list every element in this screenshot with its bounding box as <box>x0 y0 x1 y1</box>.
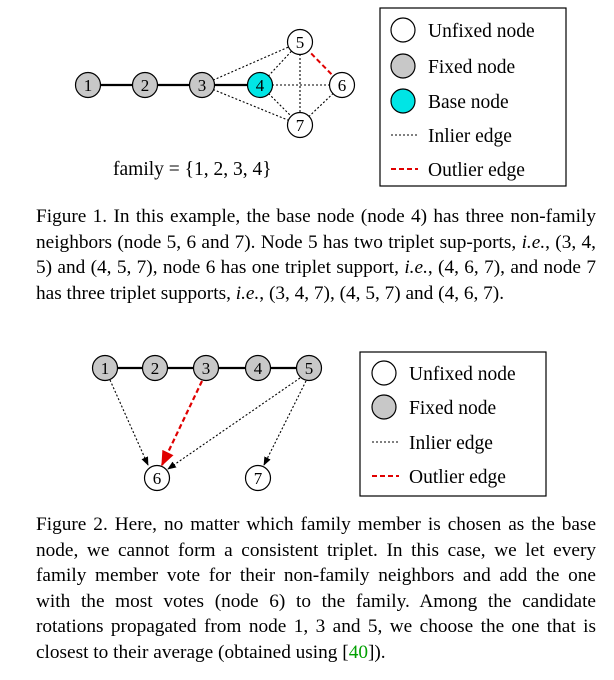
node-7: 7 <box>286 111 314 139</box>
node-6: 6 <box>328 71 356 99</box>
node2-1: 1 <box>91 354 119 382</box>
node-1: 1 <box>74 71 102 99</box>
svg-text:1: 1 <box>101 359 110 378</box>
svg-text:2: 2 <box>141 76 150 95</box>
node-4-base: 4 <box>246 71 274 99</box>
legend2-outlier-label: Outlier edge <box>409 467 506 488</box>
legend-inlier-label: Inlier edge <box>428 126 512 147</box>
figure1-graph: 1 2 3 4 5 6 7 family = {1, 2, 3, 4} Unfi… <box>74 7 567 187</box>
citation-link[interactable]: 40 <box>348 641 368 663</box>
svg-text:5: 5 <box>296 33 305 52</box>
node2-2: 2 <box>141 354 169 382</box>
svg-text:6: 6 <box>153 469 162 488</box>
legend2-fixed-label: Fixed node <box>409 398 496 419</box>
legend-fixed-swatch <box>390 53 416 79</box>
legend2-inlier-label: Inlier edge <box>409 433 493 454</box>
svg-text:4: 4 <box>256 76 265 95</box>
node-3: 3 <box>188 71 216 99</box>
figure1-caption: Figure 1. In this example, the base node… <box>36 206 596 304</box>
legend-outlier-label: Outlier edge <box>428 160 525 181</box>
svg-text:6: 6 <box>338 76 347 95</box>
legend2-unfixed-swatch <box>371 360 397 386</box>
node2-5: 5 <box>295 354 323 382</box>
legend-base-label: Base node <box>428 92 509 113</box>
svg-text:7: 7 <box>296 116 305 135</box>
svg-text:5: 5 <box>305 359 314 378</box>
family-label: family = {1, 2, 3, 4} <box>113 159 272 180</box>
svg-text:7: 7 <box>254 469 263 488</box>
legend2-fixed-swatch <box>371 394 397 420</box>
node-2: 2 <box>131 71 159 99</box>
edge2-3-6-outlier <box>161 380 203 467</box>
legend-unfixed-swatch <box>390 17 416 43</box>
node2-3: 3 <box>192 354 220 382</box>
legend2-unfixed-label: Unfixed node <box>409 364 516 385</box>
node2-6: 6 <box>143 464 171 492</box>
edge2-5-6 <box>167 377 301 470</box>
legend-fixed-label: Fixed node <box>428 57 515 78</box>
node-5: 5 <box>286 28 314 56</box>
edge-3-7 <box>201 84 301 126</box>
svg-text:3: 3 <box>202 359 211 378</box>
svg-text:3: 3 <box>198 76 207 95</box>
node2-7: 7 <box>244 464 272 492</box>
figure2-graph: 1 2 3 4 5 6 7 Unfixed node Fixed node In… <box>91 351 547 497</box>
edge2-1-6 <box>109 379 149 466</box>
edge2-5-7 <box>263 380 307 466</box>
svg-text:4: 4 <box>254 359 263 378</box>
edge-3-5 <box>201 41 301 86</box>
figure2-legend: Unfixed node Fixed node Inlier edge Outl… <box>359 351 547 497</box>
node2-4: 4 <box>244 354 272 382</box>
svg-text:2: 2 <box>151 359 160 378</box>
figure1-legend: Unfixed node Fixed node Base node Inlier… <box>379 7 567 187</box>
legend-unfixed-label: Unfixed node <box>428 21 535 42</box>
legend-base-swatch <box>390 88 416 114</box>
figure2-caption: Figure 2. Here, no matter which family m… <box>36 514 596 663</box>
svg-text:1: 1 <box>84 76 93 95</box>
